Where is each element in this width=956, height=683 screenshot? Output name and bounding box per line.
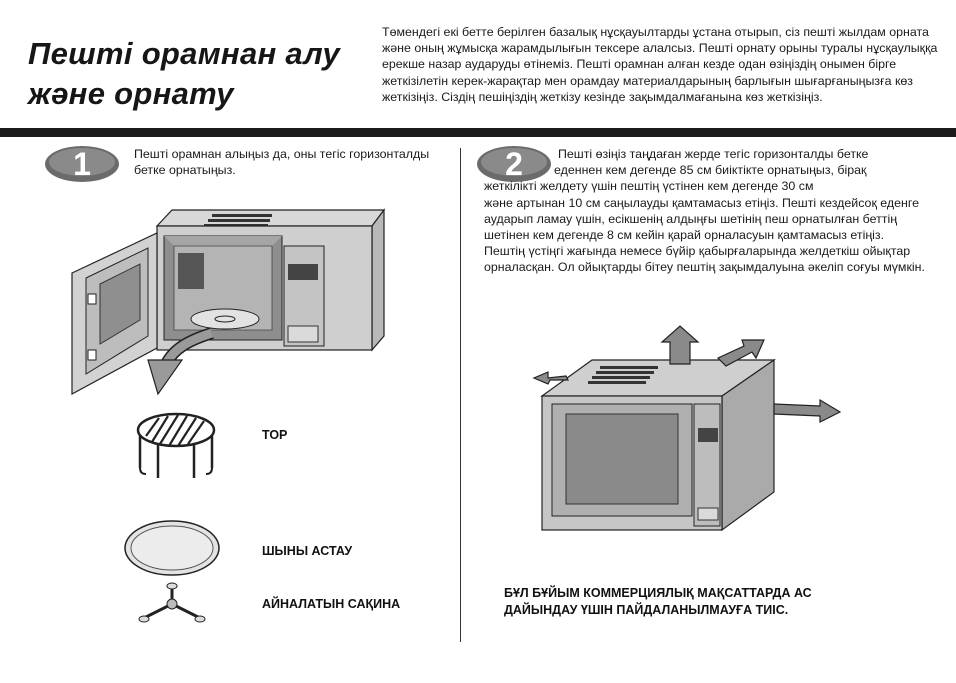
intro-paragraph: Төмендегі екі бетте берілген базалық нұс…	[382, 25, 938, 104]
commercial-use-warning: БҰЛ БҰЙЫМ КОММЕРЦИЯЛЫҚ МАҚСАТТАРДА АС ДА…	[504, 585, 924, 619]
step-2-body-2: Пештің үстіңгі жағында немесе бүйір қабы…	[484, 244, 925, 275]
warning-line-1: БҰЛ БҰЙЫМ КОММЕРЦИЯЛЫҚ МАҚСАТТАРДА АС	[504, 586, 812, 600]
step-2-text: Пешті өзіңіз таңдаған жерде тегіс горизо…	[468, 146, 944, 276]
step-2-line-2: еденнен кем дегенде 85 см биіктікте орна…	[554, 163, 867, 178]
label-glass-tray: ШЫНЫ АСТАУ	[262, 544, 353, 558]
title-line-1: Пешті орамнан алу	[28, 36, 341, 71]
warning-line-2: ДАЙЫНДАУ ҮШІН ПАЙДАЛАНЫЛМАУҒА ТИІС.	[504, 603, 789, 617]
glass-tray-illustration	[124, 520, 220, 576]
rotating-ring-illustration	[138, 582, 206, 623]
microwave-ventilation-illustration	[532, 325, 842, 532]
step-2-line-3: жеткілікті желдету үшін пештің үстінен к…	[484, 179, 814, 194]
step-1-number: 1	[73, 146, 91, 182]
title-line-2: және орнату	[28, 76, 234, 111]
rack-illustration	[136, 412, 216, 478]
label-rotating-ring: АЙНАЛАТЫН САҚИНА	[262, 597, 401, 611]
step-2-line-1: Пешті өзіңіз таңдаған жерде тегіс горизо…	[558, 147, 869, 161]
step-2-body: және артынан 10 см саңылауды қамтамасыз …	[484, 195, 920, 243]
header-divider	[0, 128, 956, 137]
step-2-badge: 2	[477, 146, 551, 182]
microwave-open-door-illustration	[71, 208, 386, 396]
step-2-number: 2	[505, 146, 523, 182]
step-1-badge: 1	[45, 146, 119, 182]
page-title: Пешті орамнан алу және орнату	[28, 34, 368, 114]
step-1-text: Пешті орамнан алыңыз да, оны тегіс гориз…	[134, 147, 430, 178]
column-divider	[460, 148, 461, 642]
label-rack: ТОР	[262, 428, 288, 442]
